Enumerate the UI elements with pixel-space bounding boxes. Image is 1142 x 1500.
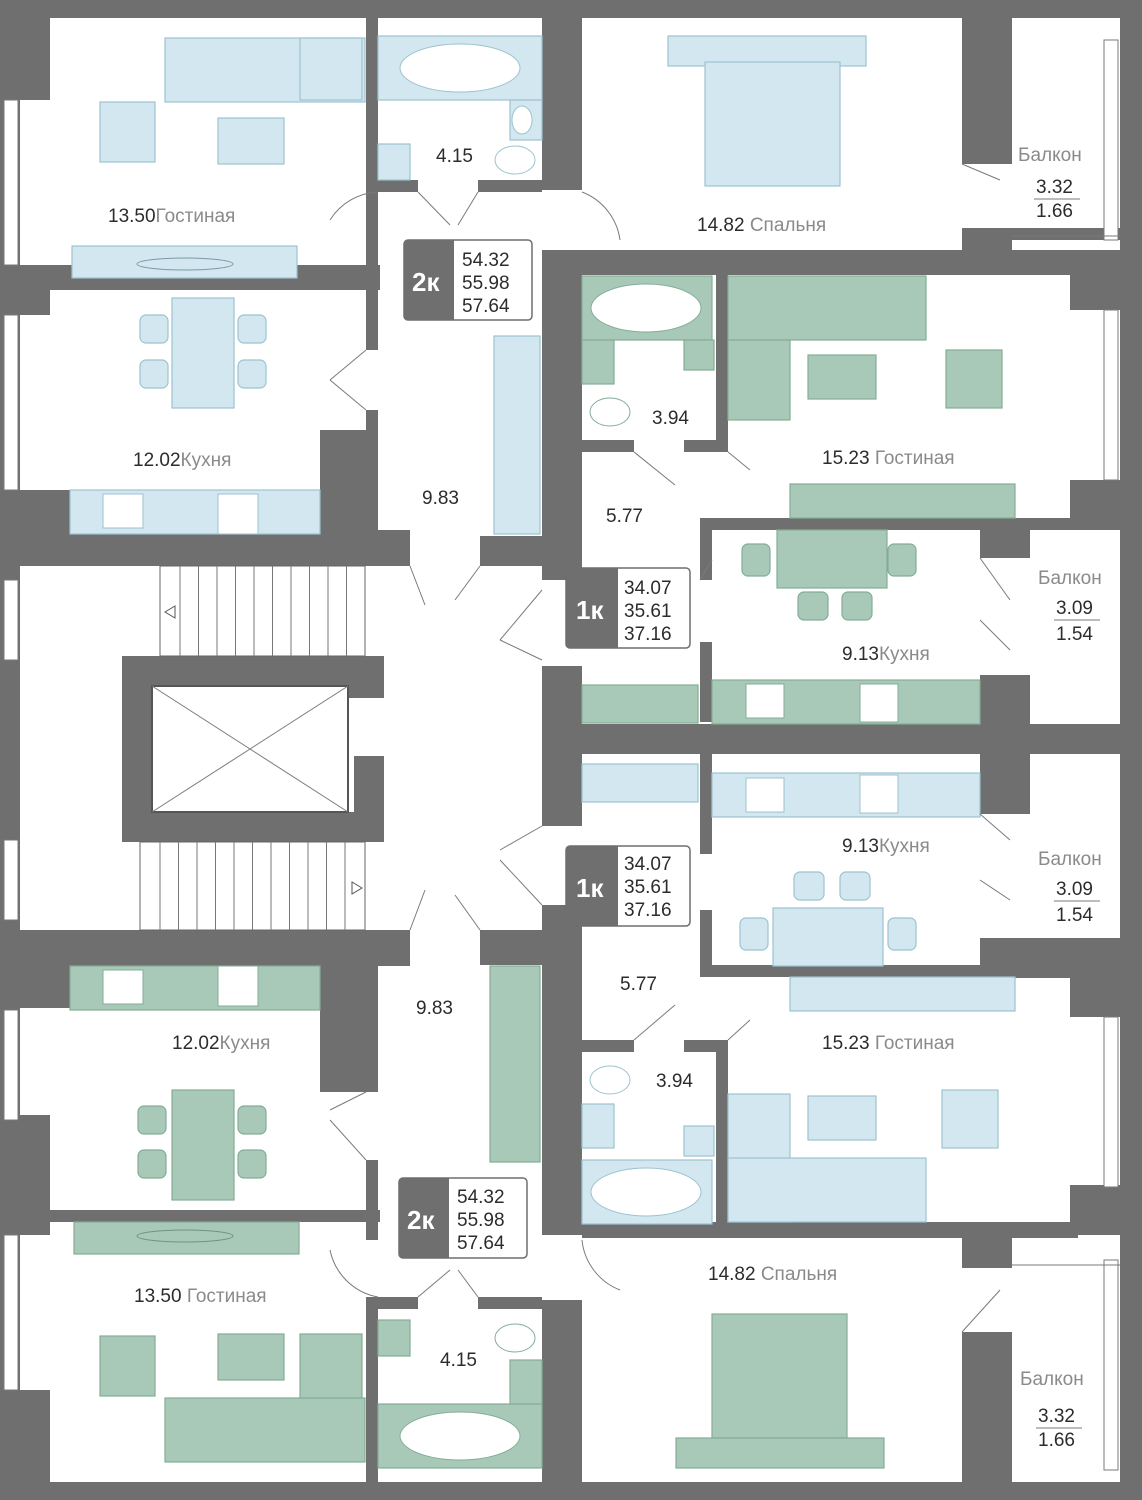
room-label-r5: 9.83 [422, 488, 459, 509]
svg-text:55.98: 55.98 [457, 1210, 505, 1231]
room-label-r13: 3.94 [656, 1071, 693, 1092]
svg-text:54.32: 54.32 [457, 1187, 505, 1208]
furniture [69, 35, 1016, 1469]
room-label-r8: 5.77 [606, 506, 643, 527]
svg-text:2к: 2к [412, 267, 440, 297]
balcony-b3: Балкон 3.09 1.54 [1038, 849, 1102, 926]
svg-text:2к: 2к [407, 1205, 435, 1235]
room-label-r10: 9.13Кухня [842, 836, 930, 857]
room-label-r18: 14.82 Спальня [708, 1264, 837, 1285]
room-label-r2: 4.15 [436, 146, 473, 167]
svg-text:1к: 1к [576, 873, 604, 903]
svg-text:3.32: 3.32 [1036, 177, 1073, 198]
apartment-badges: 2к 54.32 55.98 57.64 1к 34.07 35.61 37.1… [398, 239, 691, 1259]
svg-text:3.09: 3.09 [1056, 598, 1093, 619]
svg-text:1.54: 1.54 [1056, 905, 1093, 926]
svg-text:37.16: 37.16 [624, 900, 672, 921]
balcony-b1: Балкон 3.32 1.66 [1018, 145, 1082, 222]
balcony-b4: Балкон 3.32 1.66 [1020, 1369, 1084, 1451]
svg-text:1.54: 1.54 [1056, 624, 1093, 645]
svg-text:55.98: 55.98 [462, 273, 510, 294]
room-label-r7: 15.23 Гостиная [822, 448, 955, 469]
svg-text:35.61: 35.61 [624, 601, 672, 622]
staircase [139, 565, 366, 931]
room-label-r16: 13.50 Гостиная [134, 1286, 267, 1307]
apartment-badge-a3[interactable]: 1к 34.07 35.61 37.16 [565, 845, 691, 927]
room-label-r17: 4.15 [440, 1350, 477, 1371]
room-label-r14: 12.02Кухня [172, 1033, 270, 1054]
svg-text:54.32: 54.32 [462, 250, 510, 271]
balcony-labels: Балкон 3.32 1.66 Балкон 3.09 1.54 Балкон… [1018, 145, 1102, 1451]
svg-text:1.66: 1.66 [1036, 201, 1073, 222]
doors [329, 163, 1011, 1333]
svg-text:34.07: 34.07 [624, 578, 672, 599]
svg-text:34.07: 34.07 [624, 854, 672, 875]
svg-text:Балкон: Балкон [1038, 568, 1102, 589]
svg-text:35.61: 35.61 [624, 877, 672, 898]
svg-text:3.09: 3.09 [1056, 879, 1093, 900]
room-label-r11: 5.77 [620, 974, 657, 995]
apartment-badge-a1[interactable]: 2к 54.32 55.98 57.64 [403, 239, 533, 321]
room-label-r3: 14.82 Спальня [697, 215, 826, 236]
room-label-r1: 13.50Гостиная [108, 206, 235, 227]
room-label-r4: 12.02Кухня [133, 450, 231, 471]
apartment-badge-a4[interactable]: 2к 54.32 55.98 57.64 [398, 1177, 528, 1259]
svg-text:37.16: 37.16 [624, 624, 672, 645]
svg-text:3.32: 3.32 [1038, 1406, 1075, 1427]
svg-text:1к: 1к [576, 595, 604, 625]
room-label-r15: 9.83 [416, 998, 453, 1019]
room-label-r6: 3.94 [652, 408, 689, 429]
svg-text:57.64: 57.64 [457, 1233, 505, 1254]
svg-text:1.66: 1.66 [1038, 1430, 1075, 1451]
apartment-badge-a2[interactable]: 1к 34.07 35.61 37.16 [565, 567, 691, 649]
svg-text:57.64: 57.64 [462, 296, 510, 317]
room-labels: 13.50Гостиная 4.15 14.82 Спальня 12.02Ку… [108, 146, 955, 1371]
svg-text:Балкон: Балкон [1020, 1369, 1084, 1390]
balcony-b2: Балкон 3.09 1.54 [1038, 568, 1102, 645]
room-label-r9: 9.13Кухня [842, 644, 930, 665]
room-label-r12: 15.23 Гостиная [822, 1033, 955, 1054]
svg-text:Балкон: Балкон [1018, 145, 1082, 166]
windows [3, 39, 1120, 1471]
svg-text:Балкон: Балкон [1038, 849, 1102, 870]
